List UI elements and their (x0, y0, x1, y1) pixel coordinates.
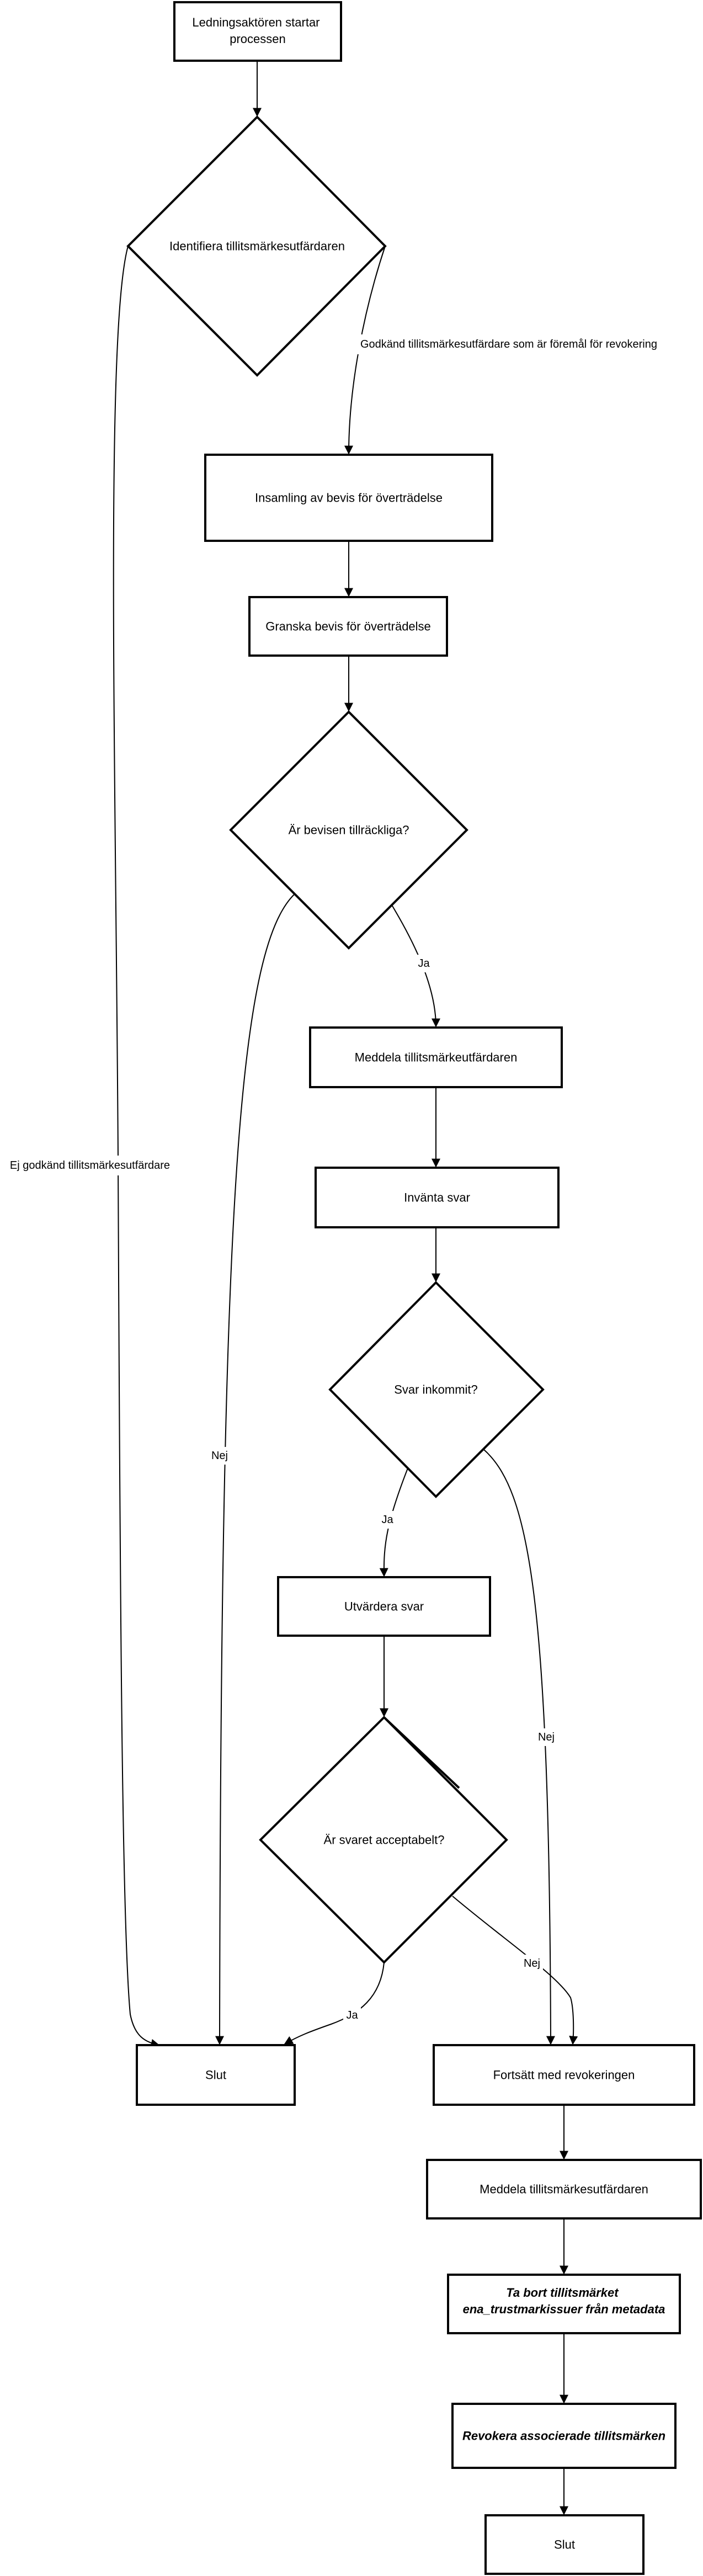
edge-label-acceptable-no: Nej (524, 1957, 540, 1970)
node-revoke[interactable]: Revokera associerade tillitsmärken (451, 2403, 677, 2469)
node-end1-label: Slut (205, 2068, 226, 2082)
node-evaluate[interactable]: Utvärdera svar (277, 1576, 491, 1637)
nodes: Ledningsaktören startar processen Identi… (126, 1, 702, 2575)
node-acceptable[interactable]: Är svaret acceptabelt? (259, 1716, 508, 1964)
edge-label-approved: Godkänd tillitsmärkesutfärdare som är fö… (360, 338, 657, 350)
node-evaluate-label: Utvärdera svar (344, 1600, 424, 1614)
edge-received-to-continue (483, 1449, 555, 2045)
svg-text:Ta bort tillitsmärket: Ta bort tillitsmärket ena_trustmarkissue… (463, 2286, 665, 2316)
node-await-label: Invänta svar (404, 1191, 470, 1205)
node-start-line-2: processen (230, 32, 286, 46)
edge-acceptable-to-continue (452, 1896, 578, 2045)
edge-labels: Godkänd tillitsmärkesutfärdare som är fö… (0, 334, 673, 2024)
node-notify1-label: Meddela tillitsmärkeutfärdaren (355, 1051, 518, 1065)
node-end1[interactable]: Slut (136, 2044, 296, 2106)
edge-sufficient-to-end1 (215, 893, 295, 2045)
node-acceptable-label: Är svaret acceptabelt? (324, 1833, 445, 1847)
edge-label-not-approved: Ej godkänd tillitsmärkesutfärdare (10, 1159, 170, 1172)
node-identify-label: Identifiera tillitsmärkesutfärdaren (169, 239, 345, 253)
edge-label-sufficient-yes: Ja (418, 957, 430, 970)
node-review-label: Granska bevis för överträdelse (265, 620, 431, 634)
node-notify1[interactable]: Meddela tillitsmärkeutfärdaren (309, 1026, 563, 1088)
node-start[interactable]: Ledningsaktören startar processen (173, 1, 342, 62)
node-notify2-label: Meddela tillitsmärkesutfärdaren (480, 2183, 648, 2196)
node-review[interactable]: Granska bevis för överträdelse (248, 596, 448, 657)
node-start-line-1: Ledningsaktören startar (192, 15, 319, 29)
edge-acceptable-to-end1 (284, 1962, 385, 2045)
node-remove[interactable]: Ta bort tillitsmärket ena_trustmarkissue… (447, 2274, 681, 2334)
node-remove-line-1: Ta bort tillitsmärket (506, 2286, 619, 2300)
node-sufficient[interactable]: Är bevisen tillräckliga? (229, 710, 468, 950)
edge-identify-to-end1 (113, 246, 160, 2048)
node-notify2[interactable]: Meddela tillitsmärkesutfärdaren (426, 2159, 702, 2220)
node-end2[interactable]: Slut (484, 2514, 645, 2575)
edge-label-sufficient-no: Nej (211, 1450, 228, 1462)
edge-received-to-evaluate (379, 1466, 409, 1577)
node-identify[interactable]: Identifiera tillitsmärkesutfärdaren (126, 115, 387, 377)
node-await[interactable]: Invänta svar (315, 1167, 560, 1228)
node-received[interactable]: Svar inkommit? (328, 1281, 545, 1498)
edges (113, 61, 578, 2515)
edge-label-received-yes: Ja (381, 1514, 393, 1526)
node-end2-label: Slut (554, 2538, 575, 2552)
node-revoke-label: Revokera associerade tillitsmärken (462, 2429, 665, 2443)
edge-label-acceptable-yes: Ja (346, 2009, 358, 2021)
node-sufficient-label: Är bevisen tillräckliga? (289, 823, 409, 837)
node-continue-label: Fortsätt med revokeringen (493, 2068, 635, 2082)
svg-text:Ledningsaktören startar: Ledningsaktören startar processen (192, 15, 323, 46)
node-continue[interactable]: Fortsätt med revokeringen (433, 2044, 695, 2106)
node-received-label: Svar inkommit? (394, 1383, 478, 1397)
node-collect[interactable]: Insamling av bevis för överträdelse (204, 454, 493, 542)
edge-label-received-no: Nej (538, 1731, 555, 1743)
node-collect-label: Insamling av bevis för överträdelse (255, 491, 443, 505)
node-remove-line-2: ena_trustmarkissuer från metadata (463, 2302, 665, 2316)
